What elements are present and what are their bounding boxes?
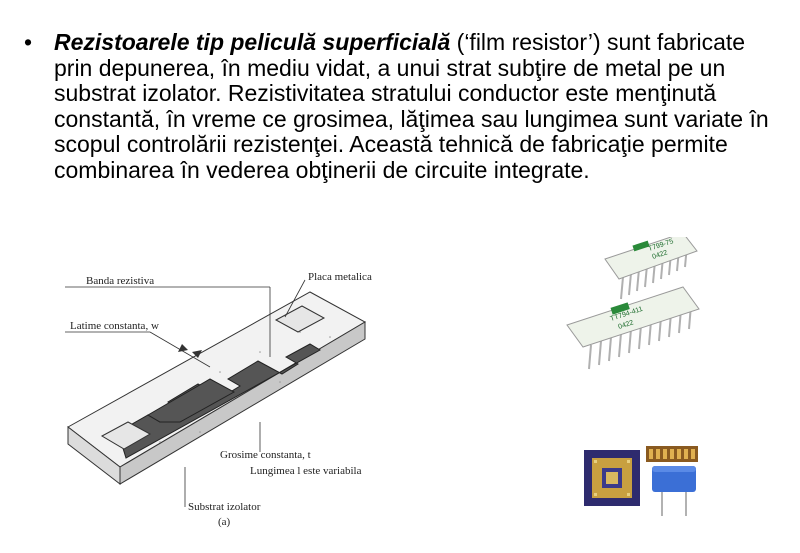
metal-plate-right <box>274 305 326 333</box>
label-plate: Placa metalica <box>308 271 372 283</box>
chip1-date: 0422 <box>651 249 668 261</box>
bullet-text-block: • Rezistoarele tip peliculă superficială… <box>24 29 784 183</box>
chip2-date: 0422 <box>617 319 634 331</box>
bullet-paragraph: Rezistoarele tip peliculă superficială (… <box>54 29 784 183</box>
label-width: Latime constanta, w <box>70 320 159 332</box>
small-component-photos <box>584 446 698 516</box>
thin-film-chip <box>584 450 640 506</box>
chip-front: TT794-411 0422 <box>566 286 700 370</box>
gold-strip-resistor <box>646 446 698 462</box>
label-substrate: Substrat izolator <box>188 501 261 513</box>
chip-back: T799-75 0422 <box>604 237 698 300</box>
resistive-band-turns <box>147 378 236 423</box>
paragraph-body: (‘film resistor’) sunt fabricate prin de… <box>54 29 769 183</box>
bullet-marker: • <box>24 29 33 55</box>
width-arrows <box>178 344 202 358</box>
label-length: Lungimea l este variabila <box>250 465 362 477</box>
lead-term: Rezistoarele tip peliculă superficială <box>54 29 451 55</box>
metal-plate-left <box>100 421 152 450</box>
diagram-caption: (a) <box>218 516 231 528</box>
film-resistor-diagram: Banda rezistiva Placa metalica Latime co… <box>65 271 372 528</box>
resistor-network-photo: T799-75 0422 TT794-411 0422 <box>566 237 700 370</box>
label-band: Banda rezistiva <box>86 275 154 287</box>
label-thickness: Grosime constanta, t <box>220 449 311 461</box>
blue-film-resistor <box>652 466 696 516</box>
leader-lines <box>65 279 306 507</box>
